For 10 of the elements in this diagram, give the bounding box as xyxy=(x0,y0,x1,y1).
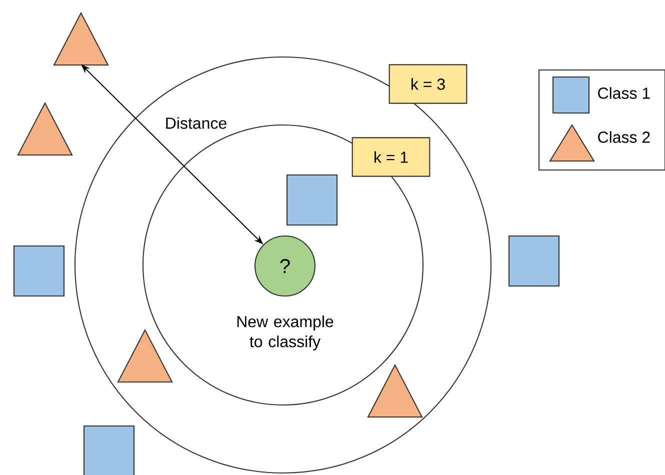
square-marker xyxy=(508,235,560,287)
square-marker xyxy=(83,425,135,475)
k-label-box: k = 3 xyxy=(388,64,468,104)
square-marker xyxy=(286,174,338,226)
square-marker xyxy=(13,245,65,297)
edge-label: Distance xyxy=(166,117,226,129)
caption-text: New example to classify xyxy=(237,316,334,350)
k-label-box: k = 1 xyxy=(352,137,430,177)
legend-text: Class 1 xyxy=(598,87,650,99)
legend-text: Class 2 xyxy=(598,131,650,143)
